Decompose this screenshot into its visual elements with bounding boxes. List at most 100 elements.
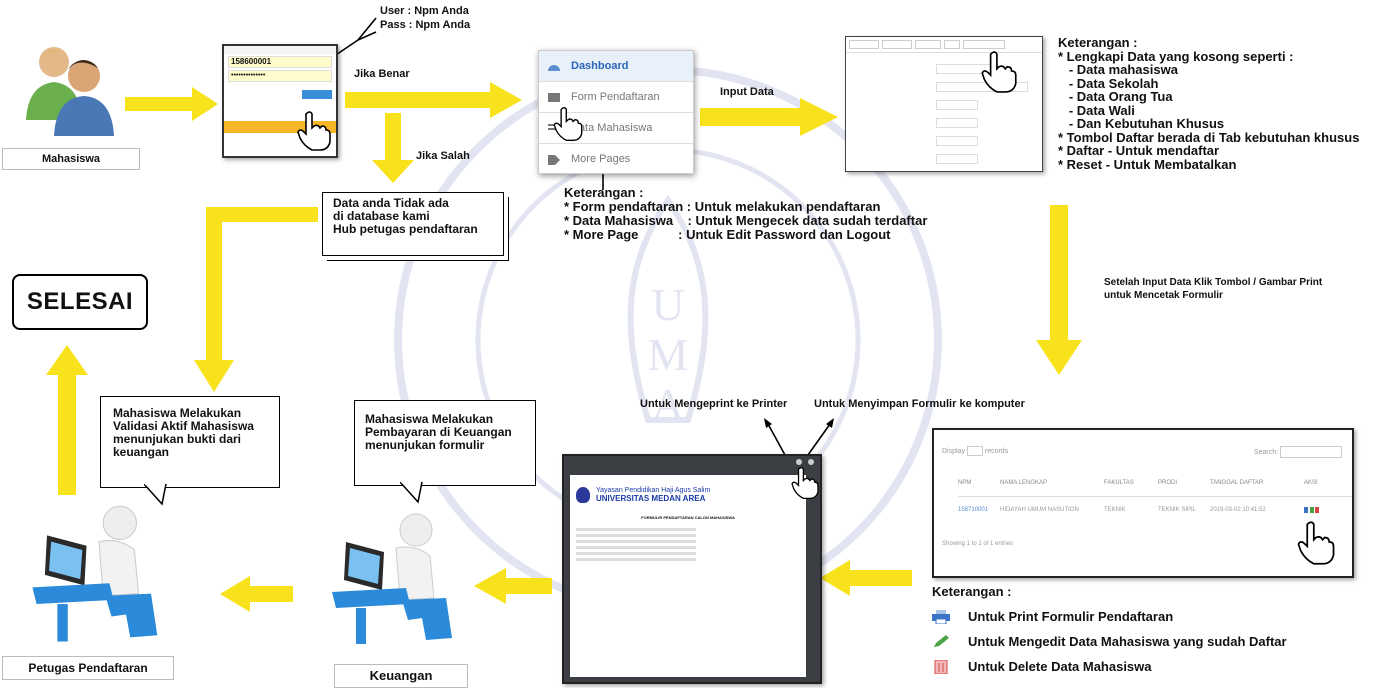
- pencil-icon: [934, 634, 949, 647]
- keuangan-caption: Keuangan: [334, 664, 468, 688]
- printer-icon: [932, 609, 950, 624]
- cell-prodi: TEKNIK SIPIL: [1158, 507, 1197, 513]
- jika-salah-label: Jika Salah: [416, 150, 470, 162]
- printer-icon[interactable]: [1304, 507, 1308, 513]
- bubble-tail: [400, 482, 423, 504]
- bubble-tail: [144, 484, 167, 506]
- col-header[interactable]: NAMA LENGKAP: [1000, 480, 1048, 486]
- form-keterangan-line: - Dan Kebutuhan Khusus: [1058, 116, 1225, 131]
- login-hint-pass: Pass : Npm Anda: [380, 19, 471, 31]
- envelope-icon: [548, 93, 560, 102]
- form-keterangan-line: * Reset - Untuk Membatalkan: [1058, 156, 1237, 172]
- pdf-heading: FORMULIR PENDAFTARAN CALON MAHASISWA: [641, 515, 735, 520]
- pencil-icon[interactable]: [1309, 507, 1314, 513]
- menu-item-more-pages[interactable]: More Pages: [539, 144, 693, 173]
- pdf-viewer-screenshot: Yayasan Pendidikan Haji Agus Salim UNIVE…: [562, 454, 822, 684]
- col-header[interactable]: FAKULTAS: [1104, 480, 1134, 486]
- svg-text:A: A: [651, 379, 684, 430]
- npm-field[interactable]: 158600001: [228, 56, 332, 68]
- table-keterangan: Keterangan : Untuk Print Formulir Pendaf…: [932, 584, 1287, 684]
- form-keterangan-line: * Lengkapi Data yang kosong seperti :: [1058, 48, 1294, 64]
- form-keterangan-line: * Tombol Daftar berada di Tab kebutuhan …: [1058, 129, 1360, 145]
- keterangan-edit: Untuk Mengedit Data Mahasiswa yang sudah…: [932, 634, 1287, 649]
- print-label: Untuk Mengeprint ke Printer: [640, 398, 788, 410]
- save-label: Untuk Menyimpan Formulir ke komputer: [814, 398, 1025, 410]
- after-input-note: Setelah Input Data Klik Tombol / Gambar …: [1104, 277, 1323, 301]
- dashboard-icon: [548, 65, 560, 71]
- tag-icon: [548, 155, 560, 165]
- table-footer: Showing 1 to 1 of 1 entries: [942, 541, 1014, 547]
- form-keterangan-line: - Data Orang Tua: [1058, 89, 1173, 104]
- form-keterangan-line: - Data Wali: [1058, 102, 1135, 118]
- keterangan-delete: Untuk Delete Data Mahasiswa: [932, 659, 1287, 674]
- cell-aksi: [1304, 507, 1334, 523]
- col-header[interactable]: TANGGAL DAFTAR: [1210, 480, 1264, 486]
- menu-keterangan-line: * More Page : Untuk Edit Password dan Lo…: [564, 227, 891, 242]
- table-header-row: NPM NAMA LENGKAP FAKULTAS PRODI TANGGAL …: [958, 480, 1352, 497]
- svg-text:M: M: [648, 329, 689, 380]
- selesai-box: SELESAI: [12, 274, 148, 330]
- menu-item-label: More Pages: [571, 153, 631, 165]
- cell-fakultas: TEKNIK: [1104, 507, 1126, 513]
- jika-benar-label: Jika Benar: [354, 68, 410, 80]
- password-field[interactable]: ••••••••••••••: [228, 70, 332, 82]
- menu-item-form-pendaftaran[interactable]: Form Pendaftaran: [539, 82, 693, 113]
- cell-npm[interactable]: 158710001: [958, 507, 989, 513]
- login-button[interactable]: [302, 90, 332, 99]
- input-data-label: Input Data: [720, 86, 774, 98]
- pdf-univ: UNIVERSITAS MEDAN AREA: [596, 494, 706, 503]
- records-label: records: [984, 447, 1009, 455]
- petugas-speech-bubble: Mahasiswa Melakukan Validasi Aktif Mahas…: [100, 396, 280, 488]
- col-header[interactable]: PRODI: [1158, 480, 1178, 486]
- error-note-text: Data anda Tidak ada di database kami Hub…: [333, 196, 478, 236]
- form-screenshot: [845, 36, 1043, 172]
- col-header[interactable]: NPM: [958, 480, 972, 486]
- table-row: 158710001 HIDAYAH UMUM NASUTION TEKNIK T…: [958, 507, 1352, 523]
- uma-logo-icon: [576, 487, 590, 503]
- error-note: Data anda Tidak ada di database kami Hub…: [322, 192, 504, 256]
- trash-icon[interactable]: [1315, 507, 1320, 513]
- cell-nama: HIDAYAH UMUM NASUTION: [1000, 507, 1079, 513]
- menu-item-dashboard[interactable]: Dashboard: [539, 51, 693, 82]
- display-select[interactable]: [966, 446, 983, 456]
- hand-cursor-icon: [553, 107, 583, 141]
- selesai-label: SELESAI: [26, 288, 134, 315]
- download-icon[interactable]: [808, 459, 814, 465]
- keterangan-print: Untuk Print Formulir Pendaftaran: [932, 609, 1287, 624]
- form-keterangan-line: * Daftar - Untuk mendaftar: [1058, 143, 1220, 158]
- trash-icon: [934, 659, 948, 674]
- menu-item-label: Data Mahasiswa: [571, 122, 653, 134]
- cell-tanggal: 2019-03-02 10:41:52: [1210, 507, 1266, 513]
- mahasiswa-caption: Mahasiswa: [2, 148, 140, 170]
- form-keterangan-line: - Data Sekolah: [1058, 75, 1159, 91]
- petugas-bubble-text: Mahasiswa Melakukan Validasi Aktif Mahas…: [113, 406, 254, 459]
- display-label: Display: [942, 447, 965, 455]
- hand-cursor-icon: [791, 466, 819, 500]
- login-hint: User : Npm Anda Pass : Npm Anda: [380, 4, 470, 32]
- search-input[interactable]: [1280, 446, 1342, 458]
- hand-cursor-icon: [297, 111, 331, 151]
- form-keterangan: Keterangan : * Lengkapi Data yang kosong…: [1058, 36, 1359, 171]
- mahasiswa-users-icon: [26, 47, 114, 136]
- form-keterangan-line: - Data mahasiswa: [1058, 62, 1178, 77]
- col-header[interactable]: AKSI: [1304, 480, 1318, 486]
- table-keterangan-title: Keterangan :: [932, 584, 1012, 599]
- menu-item-label: Dashboard: [571, 60, 629, 72]
- pdf-page: Yayasan Pendidikan Haji Agus Salim UNIVE…: [570, 475, 806, 677]
- hand-cursor-icon: [981, 51, 1017, 93]
- petugas-person-at-computer-icon: [32, 505, 158, 642]
- print-icon[interactable]: [796, 459, 802, 465]
- petugas-caption: Petugas Pendaftaran: [2, 656, 174, 680]
- pdf-yayasan: Yayasan Pendidikan Haji Agus Salim: [596, 487, 711, 494]
- keuangan-speech-bubble: Mahasiswa Melakukan Pembayaran di Keuang…: [354, 400, 536, 486]
- keterangan-edit-text: Untuk Mengedit Data Mahasiswa yang sudah…: [968, 634, 1287, 649]
- menu-keterangan-line: * Form pendaftaran : Untuk melakukan pen…: [564, 199, 881, 214]
- keterangan-delete-text: Untuk Delete Data Mahasiswa: [968, 659, 1152, 674]
- menu-keterangan-title: Keterangan :: [564, 185, 644, 200]
- svg-text:U: U: [651, 279, 684, 330]
- menu-keterangan: Keterangan : * Form pendaftaran : Untuk …: [564, 186, 927, 242]
- menu-keterangan-line: * Data Mahasiswa : Untuk Mengecek data s…: [564, 213, 928, 228]
- keuangan-person-at-computer-icon: [332, 513, 452, 644]
- hand-cursor-icon: [1297, 521, 1335, 565]
